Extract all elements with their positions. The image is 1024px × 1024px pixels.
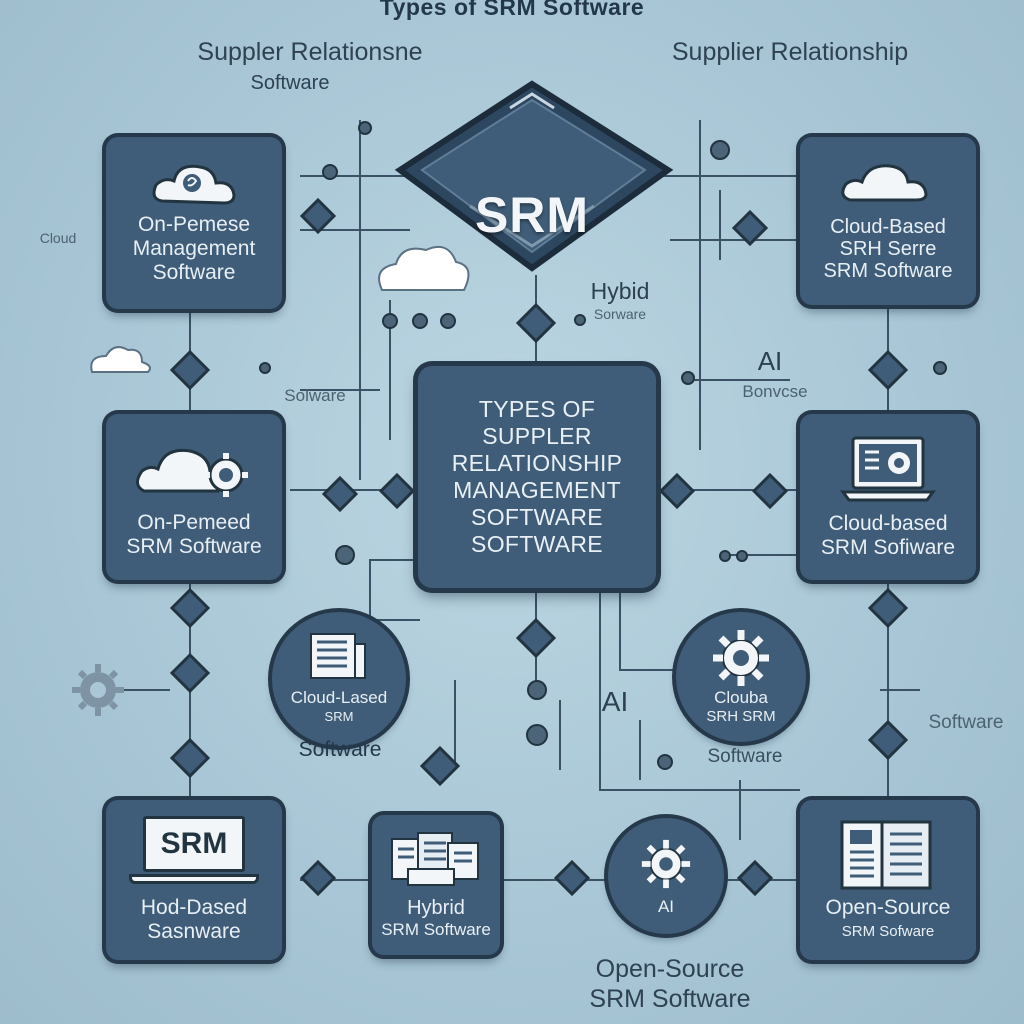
node-label-2: SRH Serre <box>839 238 937 260</box>
node-on-premised-srm: On-Pemeed SRM Software <box>106 414 282 580</box>
caption-hybrid: Hybid <box>590 278 650 304</box>
caption-hybrid-sub: Sorware <box>593 306 647 322</box>
srm-hub: SRM <box>396 76 668 276</box>
caption-ai-sub: Bonvcse <box>742 382 808 401</box>
node-label-1: Hod-Dased <box>140 896 248 919</box>
node-circle-cloud-based: Cloud-Lased SRM <box>272 612 406 746</box>
node-open-source: Open-Source SRM Sofware <box>800 800 976 960</box>
gear-icon <box>641 839 691 888</box>
cloud-icon <box>841 164 928 202</box>
srm-hub-shape <box>394 80 674 272</box>
laptop-gear-icon <box>840 436 936 502</box>
caption-bottom-2: SRM Software <box>589 985 751 1013</box>
gear-icon <box>713 630 769 686</box>
node-label-1: Hybrid <box>407 897 465 919</box>
center-node: TYPES OF SUPPLER RELATIONSHIP MANAGEMENT… <box>418 366 656 588</box>
node-hosted-based: SRM Hod-Dased Sasnware <box>106 800 282 960</box>
node-cloud-based-srm: Cloud-Based SRH Serre SRM Software <box>800 137 976 305</box>
node-label-1: AI <box>657 896 675 916</box>
node-label-2: SRM Sofware <box>841 923 935 940</box>
caption-ai-mid: AI <box>601 686 629 717</box>
cloud-gear-icon <box>136 448 248 497</box>
center-line-6: SOFTWARE <box>471 531 603 557</box>
document-icon <box>310 633 366 679</box>
node-label-1: Cloud-Lased <box>290 688 388 707</box>
center-line-5: SOFTWARE <box>471 504 603 530</box>
center-line-2: SUPPLER <box>482 423 592 449</box>
document-panel-icon <box>840 820 932 890</box>
node-label-2: Management <box>132 237 256 260</box>
caption-right-software: Software <box>928 712 1004 733</box>
node-label-3: Software <box>152 261 236 284</box>
node-label-2: SRM Software <box>126 535 262 558</box>
node-label-2: SRH SRM <box>706 708 776 725</box>
node-label-1: Cloud-based <box>828 512 948 535</box>
caption-top-left-software: Software <box>250 72 330 94</box>
node-label-1: Clouba <box>714 688 768 707</box>
node-label-2: SRM Sofiware <box>820 536 956 559</box>
center-line-4: MANAGEMENT <box>453 477 621 503</box>
node-on-premise-management: On-Pemese Management Software <box>106 137 282 309</box>
caption-ai: AI <box>757 346 783 376</box>
gear-icon <box>72 664 124 716</box>
laptop-icon: SRM <box>129 816 259 886</box>
srm-hub-label: SRM <box>474 187 590 243</box>
caption-top-left: Suppler Relationsne <box>197 38 423 66</box>
documents-icon <box>391 832 479 886</box>
center-line-3: RELATIONSHIP <box>451 450 623 476</box>
node-cloud-based-srm-2: Cloud-based SRM Sofiware <box>800 414 976 580</box>
node-hybrid-srm: Hybrid SRM Software <box>372 815 500 955</box>
caption-cloud: Cloud <box>39 230 77 246</box>
cloud-icon <box>152 164 236 205</box>
node-label-1: Open-Source <box>825 896 951 919</box>
center-line-1: TYPES OF <box>478 396 596 422</box>
node-circle-cloud-srm: Clouba SRH SRM <box>676 612 806 742</box>
circle-left-caption: Software <box>298 738 382 761</box>
node-label-2: SRM <box>324 709 354 724</box>
diagram-title: Types of SRM Software <box>379 0 645 20</box>
node-label-2: SRM Software <box>381 920 491 939</box>
circle-right-caption: Software <box>707 746 783 767</box>
node-label-3: SRM Software <box>823 260 953 282</box>
node-circle-ai: AI <box>608 818 724 934</box>
node-label-2: Sasnware <box>147 920 241 943</box>
node-label-1: Cloud-Based <box>830 216 946 238</box>
node-label-1: On-Pemeed <box>137 511 251 534</box>
caption-bottom-1: Open-Source <box>595 955 745 983</box>
laptop-screen-label: SRM <box>153 824 235 864</box>
caption-left-software: Solware <box>284 386 346 405</box>
caption-top-right: Supplier Relationship <box>671 38 909 66</box>
node-label-1: On-Pemese <box>137 213 251 236</box>
